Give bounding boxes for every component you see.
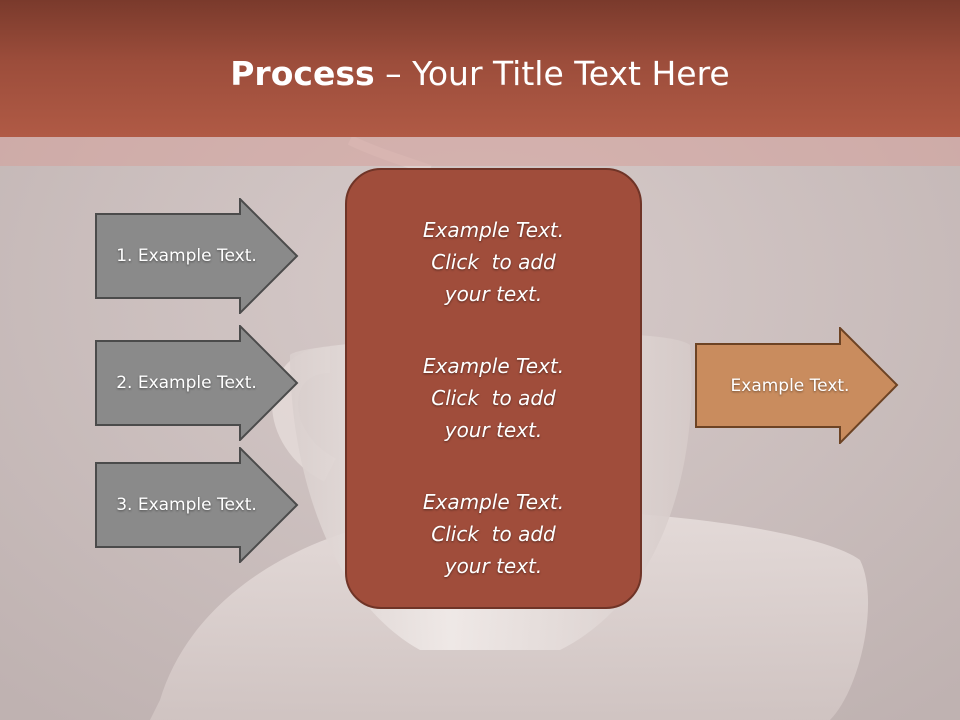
left-arrow-3[interactable]: 3. Example Text. — [95, 447, 299, 563]
slide-title-rest: – Your Title Text Here — [374, 54, 730, 93]
center-text-item-1: Example Text. Click to add your text. — [423, 214, 564, 310]
arrow-shape-icon — [95, 198, 299, 314]
left-arrow-1[interactable]: 1. Example Text. — [95, 198, 299, 314]
right-arrow[interactable]: Example Text. — [695, 327, 899, 444]
slide-title-bold: Process — [230, 54, 375, 93]
title-bar-band — [0, 137, 960, 166]
arrow-shape-icon — [95, 325, 299, 441]
item-line: Example Text. — [422, 218, 565, 242]
title-bar — [0, 0, 960, 137]
item-line: Click to add — [431, 522, 556, 546]
item-line: Example Text. — [422, 354, 565, 378]
left-arrow-label: 3. Example Text. — [116, 495, 257, 515]
item-line: Click to add — [431, 250, 556, 274]
left-arrow-2[interactable]: 2. Example Text. — [95, 325, 299, 441]
item-line: Example Text. — [422, 490, 565, 514]
left-arrow-label: 1. Example Text. — [116, 246, 257, 266]
center-text-item-2: Example Text. Click to add your text. — [423, 350, 564, 446]
item-line: your text. — [444, 418, 543, 442]
center-text-box[interactable]: Example Text. Click to add your text. Ex… — [345, 168, 642, 609]
slide-title[interactable]: Process – Your Title Text Here — [0, 52, 960, 96]
item-line: your text. — [444, 282, 543, 306]
arrow-shape-icon — [95, 447, 299, 563]
item-line: your text. — [444, 554, 543, 578]
item-line: Click to add — [431, 386, 556, 410]
left-arrow-label: 2. Example Text. — [116, 373, 257, 393]
center-text-item-3: Example Text. Click to add your text. — [423, 486, 564, 582]
arrow-shape-icon — [695, 327, 899, 444]
right-arrow-label: Example Text. — [730, 375, 850, 396]
